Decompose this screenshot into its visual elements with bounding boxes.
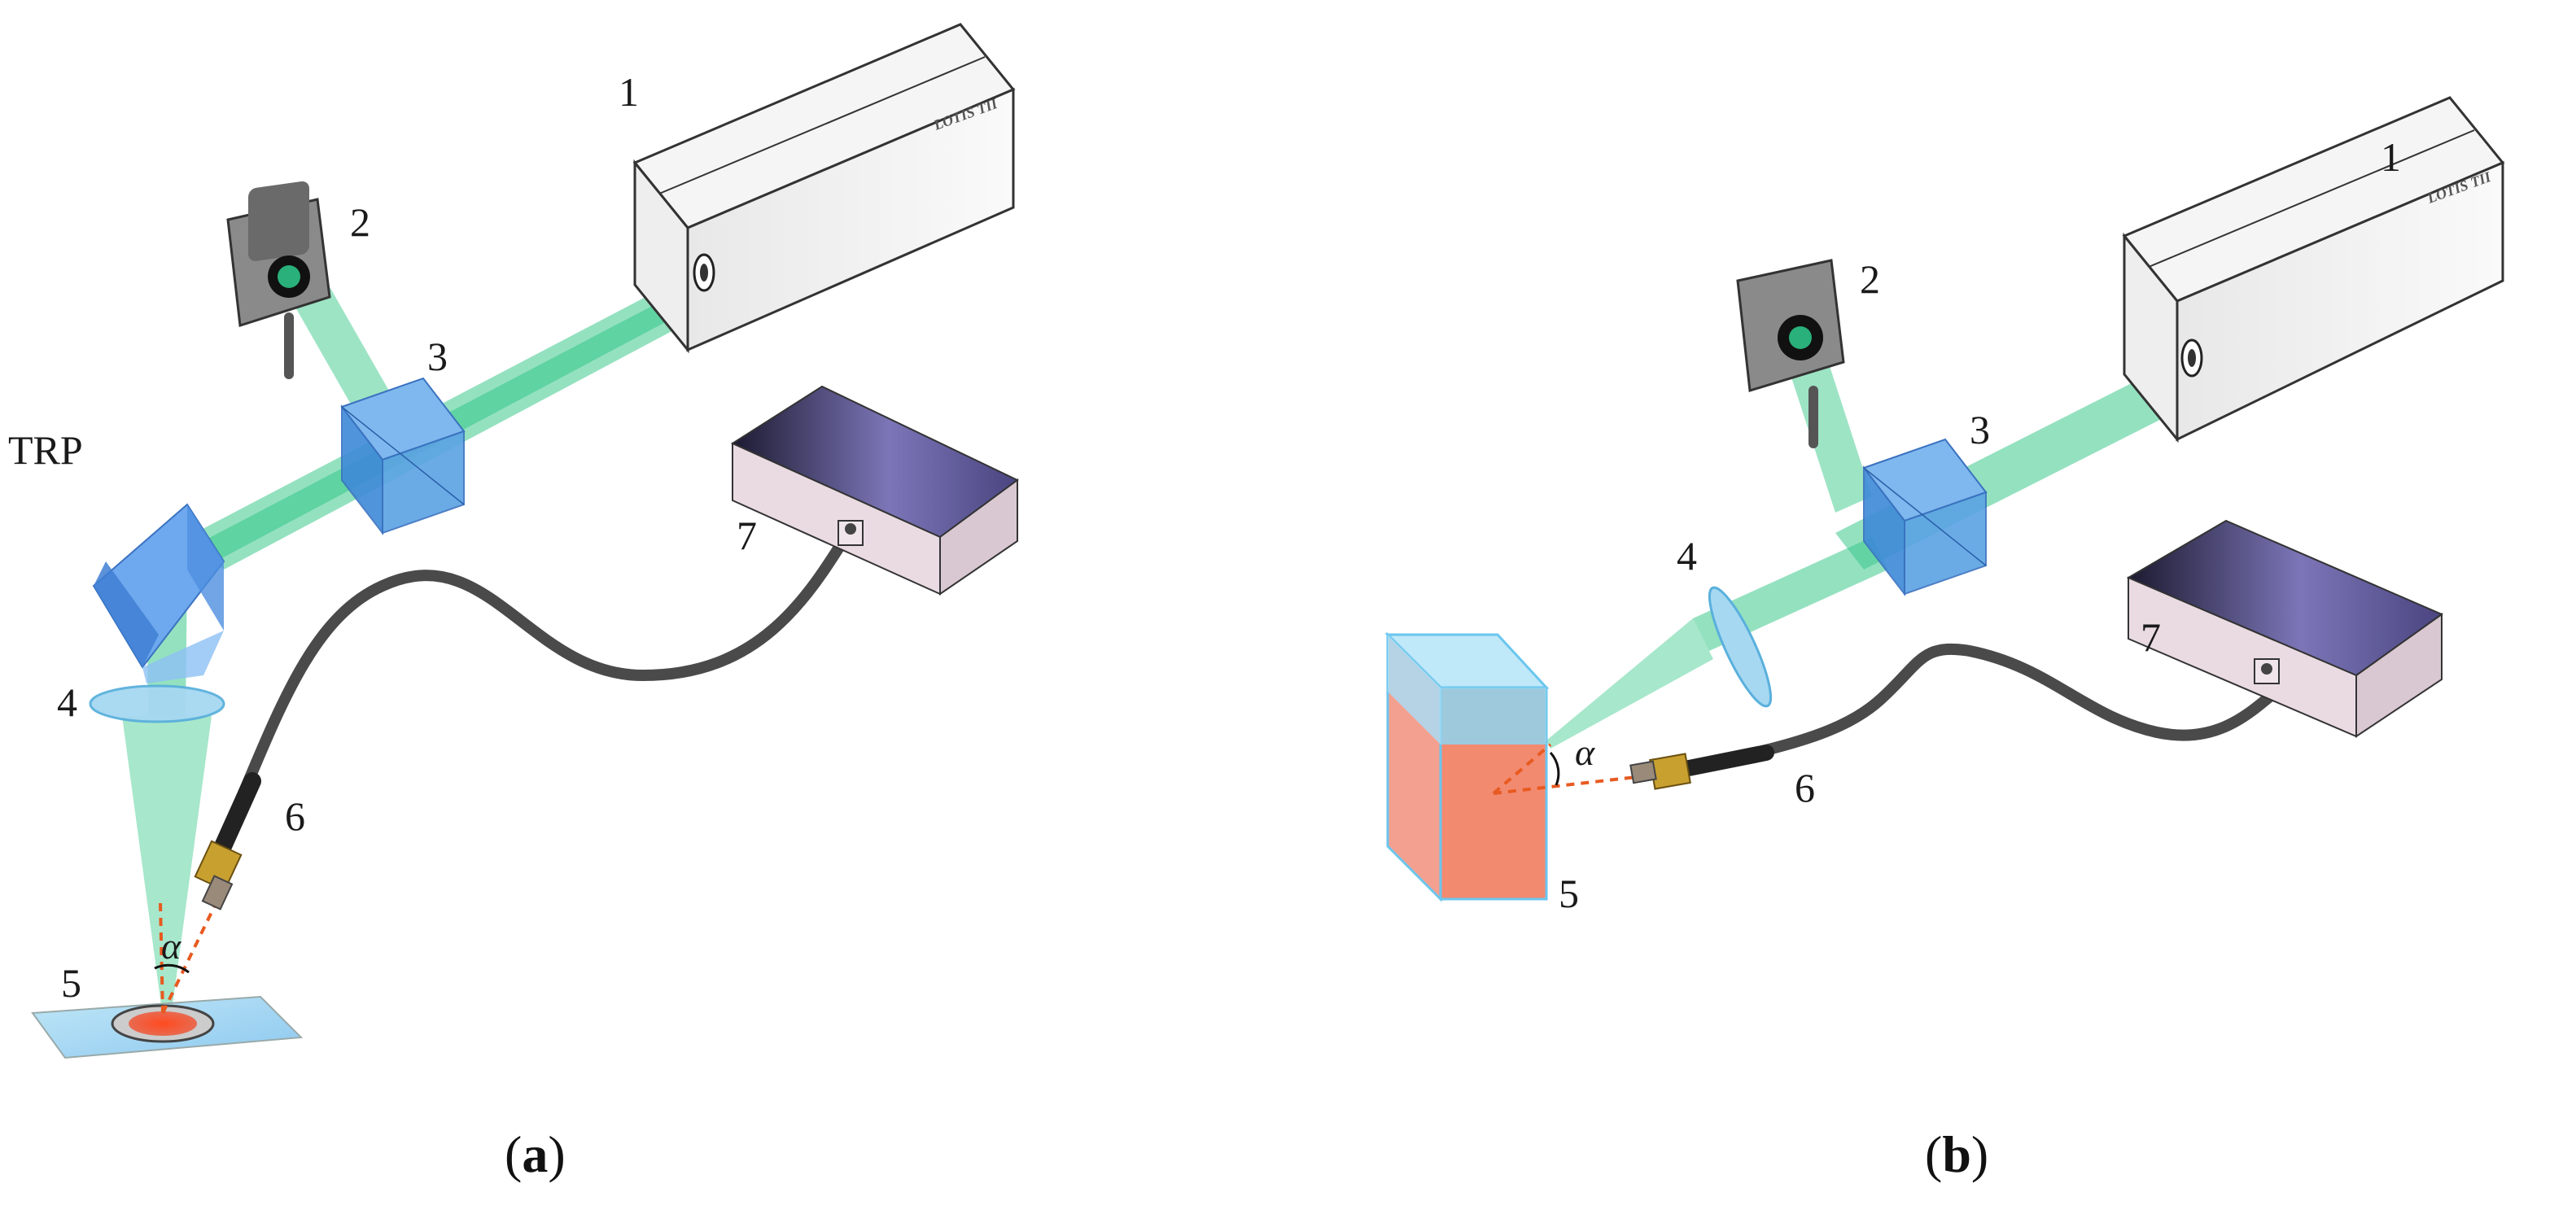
angle-arc-b bbox=[1549, 751, 1560, 786]
optical-fiber-a bbox=[194, 523, 856, 910]
incident-axis-line-b bbox=[1492, 743, 1552, 795]
focusing-lens-a bbox=[89, 684, 225, 723]
label-spectrometer-a: 7 bbox=[737, 513, 757, 558]
laser-beam-a bbox=[122, 244, 728, 1017]
panel-a: LOTIS TII 1 2 3 TRP 4 bbox=[8, 23, 1019, 1059]
label-laser-a: 1 bbox=[619, 69, 639, 115]
caption-letter-a: a bbox=[522, 1125, 549, 1183]
label-laser-b: 1 bbox=[2381, 134, 2401, 180]
angle-arc-a bbox=[154, 963, 190, 974]
spectrometer-b bbox=[2126, 519, 2444, 738]
caption-letter-b: b bbox=[1942, 1125, 1971, 1183]
label-sample-b: 5 bbox=[1559, 871, 1579, 916]
label-spectrometer-b: 7 bbox=[2141, 614, 2161, 660]
label-angle-a: α bbox=[161, 925, 182, 967]
panel-b: LOTIS TII 1 2 3 4 5 bbox=[1384, 96, 2505, 916]
label-detector-a: 2 bbox=[350, 199, 370, 245]
label-detector-b: 2 bbox=[1860, 256, 1880, 302]
photodetector-b bbox=[1736, 259, 1845, 448]
caption-panel-b: (b) bbox=[1925, 1125, 1989, 1183]
caption-panel-a: (a) bbox=[505, 1125, 566, 1183]
beamsplitter-cube-b bbox=[1862, 438, 1988, 596]
label-sample-a: 5 bbox=[61, 960, 81, 1006]
trp-prism-a bbox=[92, 503, 225, 683]
spectrometer-a bbox=[730, 385, 1019, 596]
label-trp-prism: TRP bbox=[8, 427, 83, 473]
photodetector-a bbox=[226, 181, 331, 379]
sample-slide-a bbox=[31, 995, 304, 1059]
beamsplitter-cube-a bbox=[340, 377, 466, 535]
laser-head-a: LOTIS TII bbox=[632, 23, 1016, 354]
label-lens-a: 4 bbox=[57, 679, 77, 725]
collection-axis-line-b bbox=[1493, 775, 1637, 795]
label-fiber-a: 6 bbox=[285, 793, 305, 839]
laser-head-b: LOTIS TII bbox=[2122, 96, 2505, 443]
label-fiber-b: 6 bbox=[1795, 765, 1815, 810]
label-beamsplitter-b: 3 bbox=[1970, 407, 1990, 452]
incident-axis-line-a bbox=[159, 902, 164, 1014]
focusing-lens-b bbox=[1708, 586, 1773, 708]
optical-fiber-b bbox=[1629, 643, 2276, 790]
cuvette-b bbox=[1384, 631, 1550, 902]
label-beamsplitter-a: 3 bbox=[427, 334, 448, 379]
label-lens-b: 4 bbox=[1677, 533, 1697, 579]
label-angle-b: α bbox=[1575, 731, 1595, 773]
